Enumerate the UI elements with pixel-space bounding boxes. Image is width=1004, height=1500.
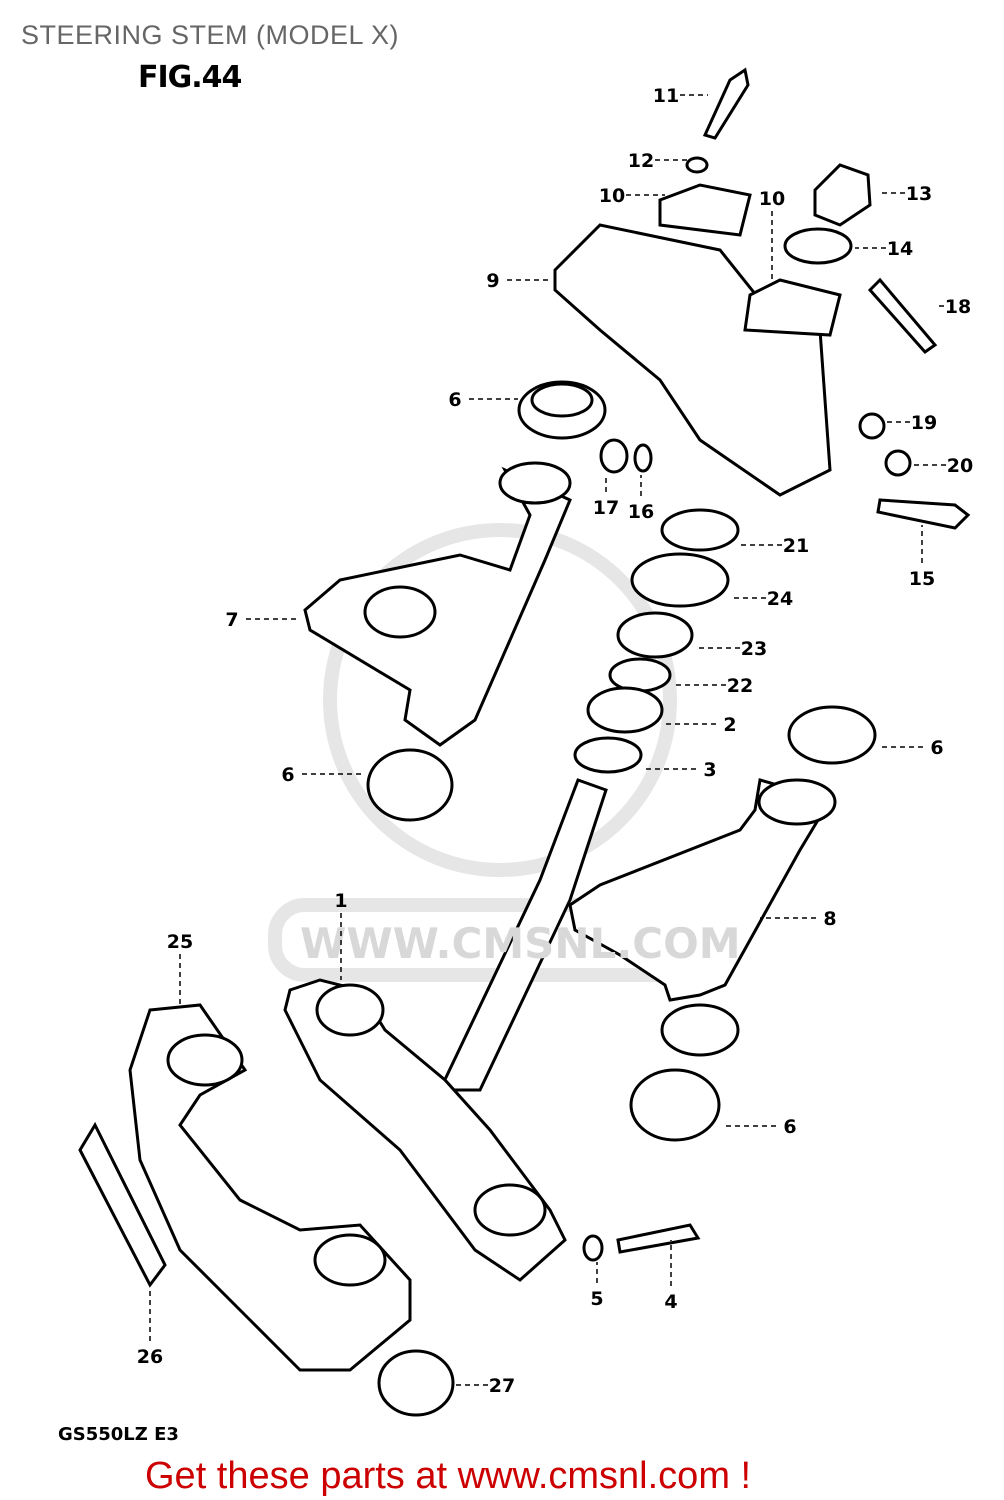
upper-bracket [553, 223, 832, 497]
callout-12: 12 [628, 150, 654, 172]
callout-18: 18 [945, 296, 971, 318]
handlebar-holder [743, 278, 842, 337]
callout-25: 25 [167, 931, 193, 953]
callout-6: 6 [930, 737, 943, 759]
callout-3: 3 [703, 759, 716, 781]
figure-number: FIG.44 [138, 60, 242, 95]
callout-26: 26 [137, 1346, 163, 1368]
callout-15: 15 [909, 568, 935, 590]
callout-14: 14 [887, 238, 913, 260]
callout-13: 13 [906, 183, 932, 205]
promo-link[interactable]: Get these parts at www.cmsnl.com ! [145, 1455, 752, 1497]
callout-23: 23 [741, 638, 767, 660]
part-drawings [78, 67, 971, 1417]
fork-cover-left [303, 466, 572, 747]
callout-24: 24 [767, 588, 793, 610]
reflector [78, 1121, 167, 1288]
callout-5: 5 [590, 1288, 603, 1310]
callout-17: 17 [593, 497, 619, 519]
callout-10: 10 [599, 185, 625, 207]
handlebar-holder [658, 183, 752, 237]
callout-6: 6 [783, 1116, 796, 1138]
fork-cover-right [568, 778, 833, 1002]
callout-10: 10 [759, 188, 785, 210]
callout-7: 7 [225, 609, 238, 631]
model-code: GS550LZ E3 [58, 1424, 179, 1445]
callout-19: 19 [911, 412, 937, 434]
page-title: STEERING STEM (MODEL X) [21, 20, 400, 50]
callout-2: 2 [723, 714, 736, 736]
callout-6: 6 [448, 389, 461, 411]
callout-21: 21 [783, 535, 809, 557]
callout-20: 20 [947, 455, 973, 477]
callout-9: 9 [486, 270, 499, 292]
callout-8: 8 [823, 908, 836, 930]
steering-stem [437, 778, 608, 1092]
callout-27: 27 [489, 1375, 515, 1397]
watermark-text: WWW.CMSNL.COM [300, 919, 741, 968]
callout-11: 11 [653, 85, 679, 107]
callout-16: 16 [628, 501, 654, 523]
callout-6: 6 [281, 764, 294, 786]
callout-4: 4 [664, 1291, 677, 1313]
bolt-11 [702, 67, 750, 140]
callout-1: 1 [334, 890, 347, 912]
callout-22: 22 [727, 675, 753, 697]
